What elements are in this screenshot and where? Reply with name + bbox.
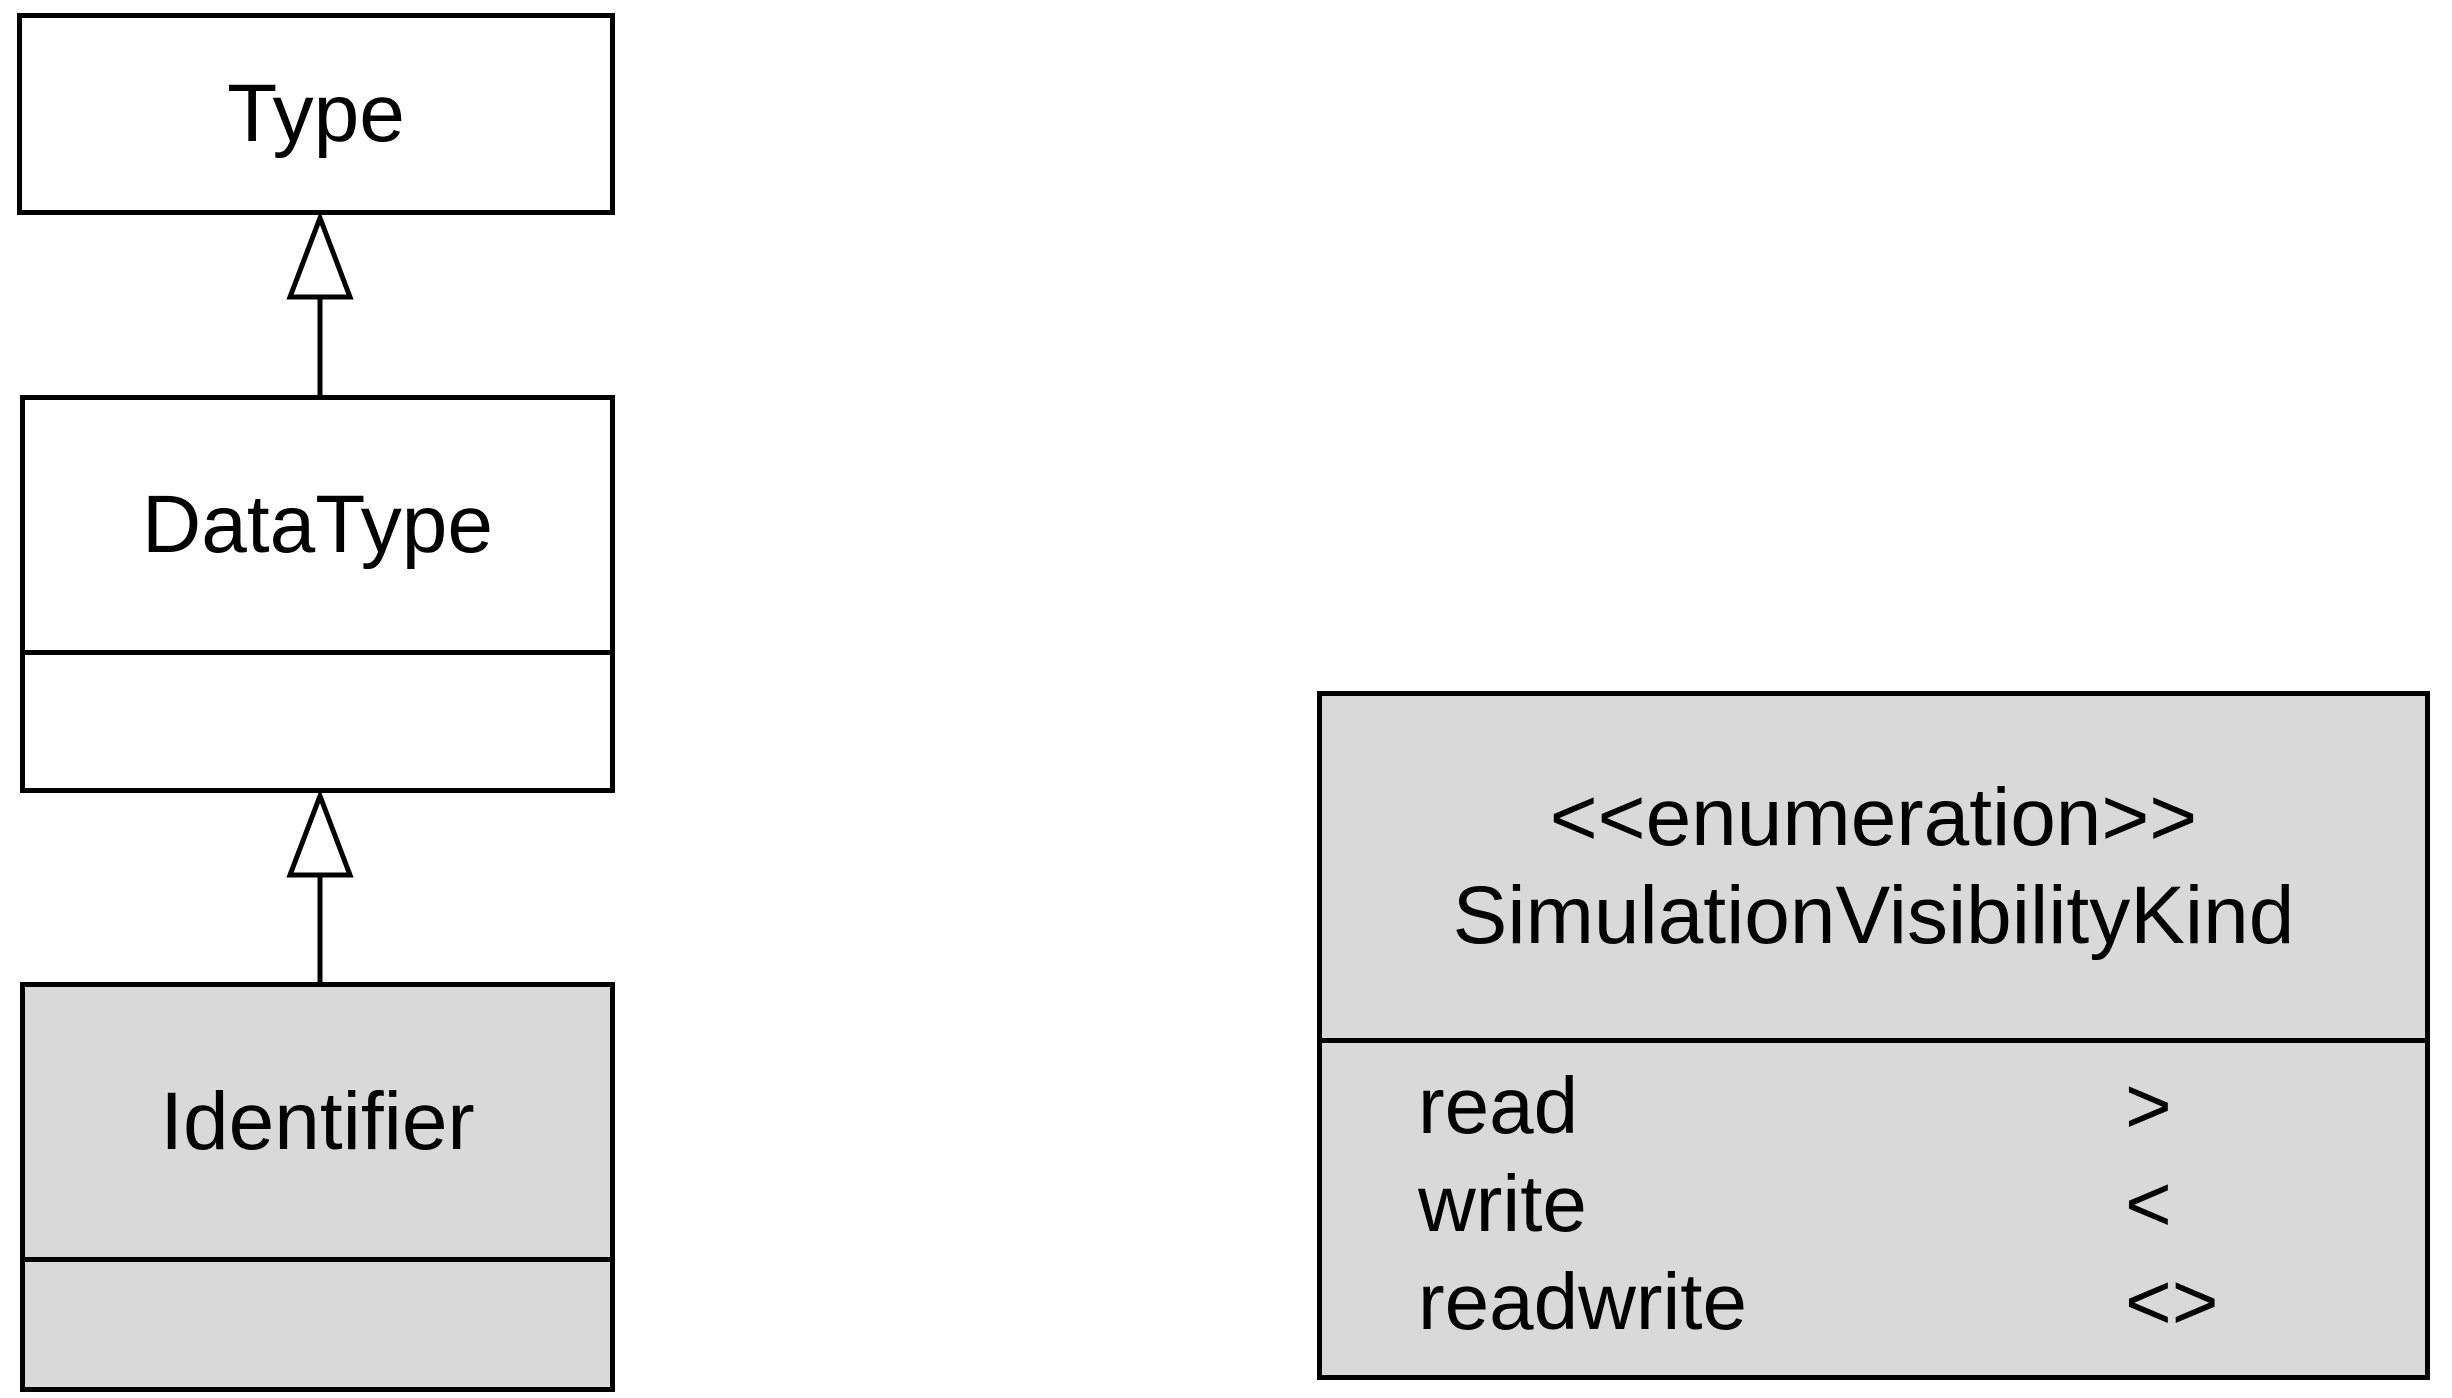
class-box-type: Type (17, 13, 615, 215)
hollow-triangle-arrowhead-icon (286, 793, 354, 878)
hollow-triangle-arrowhead-icon (286, 215, 354, 300)
generalization-arrow-datatype-to-type (286, 215, 354, 395)
enumeration-literals-compartment: read > write < readwrite <> (1322, 1038, 2425, 1375)
attribute-compartment-empty (25, 1257, 610, 1387)
enum-literal-row: read > (1322, 1057, 2425, 1155)
class-name-identifier: Identifier (160, 1076, 475, 1167)
enumeration-box-simulationvisibilitykind: <<enumeration>> SimulationVisibilityKind… (1317, 691, 2430, 1380)
class-box-identifier: Identifier (20, 982, 615, 1392)
class-name-type: Type (227, 68, 405, 159)
class-name-compartment: DataType (25, 400, 610, 650)
enumeration-header-compartment: <<enumeration>> SimulationVisibilityKind (1322, 696, 2425, 1038)
class-box-datatype: DataType (20, 395, 615, 793)
enum-literal-row: write < (1322, 1155, 2425, 1253)
enum-literal-name-read: read (1418, 1061, 1579, 1150)
enumeration-name: SimulationVisibilityKind (1452, 870, 2295, 961)
generalization-arrow-identifier-to-datatype (286, 793, 354, 982)
enum-literal-symbol-readwrite: <> (2125, 1257, 2219, 1346)
enum-literal-name-readwrite: readwrite (1418, 1257, 1748, 1346)
enum-literal-symbol-read: > (2125, 1061, 2172, 1150)
attribute-compartment-empty (25, 650, 610, 788)
enumeration-stereotype: <<enumeration>> (1549, 772, 2198, 863)
class-name-datatype: DataType (142, 479, 493, 570)
class-name-compartment: Identifier (25, 987, 610, 1257)
enum-literal-name-write: write (1418, 1159, 1587, 1248)
enum-literal-row: readwrite <> (1322, 1253, 2425, 1351)
enum-literal-symbol-write: < (2125, 1159, 2172, 1248)
class-name-compartment: Type (22, 18, 610, 210)
